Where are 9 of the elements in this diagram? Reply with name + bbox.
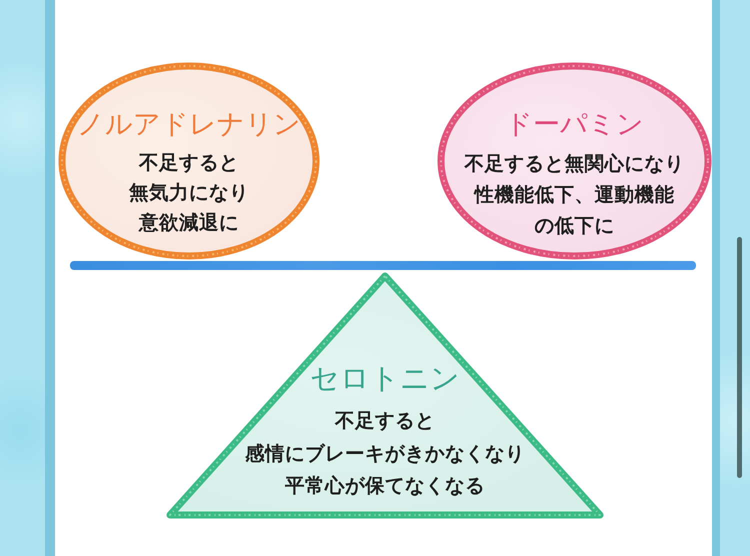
triangle-card: [165, 271, 605, 520]
heading: セロトニン: [310, 363, 460, 393]
description-text: 不足すると無気力になり意欲減退に: [129, 150, 249, 236]
oval-card: [58, 62, 320, 260]
description-text: 不足すると感情にブレーキがきかなくなり平常心が保てなくなる: [245, 408, 525, 499]
heading: ノルアドレナリン: [77, 110, 301, 140]
heading: ドーパミン: [505, 110, 644, 140]
oval-card: [437, 62, 712, 260]
description-text: 不足すると無関心になり性機能低下、運動機能の低下に: [464, 151, 684, 239]
